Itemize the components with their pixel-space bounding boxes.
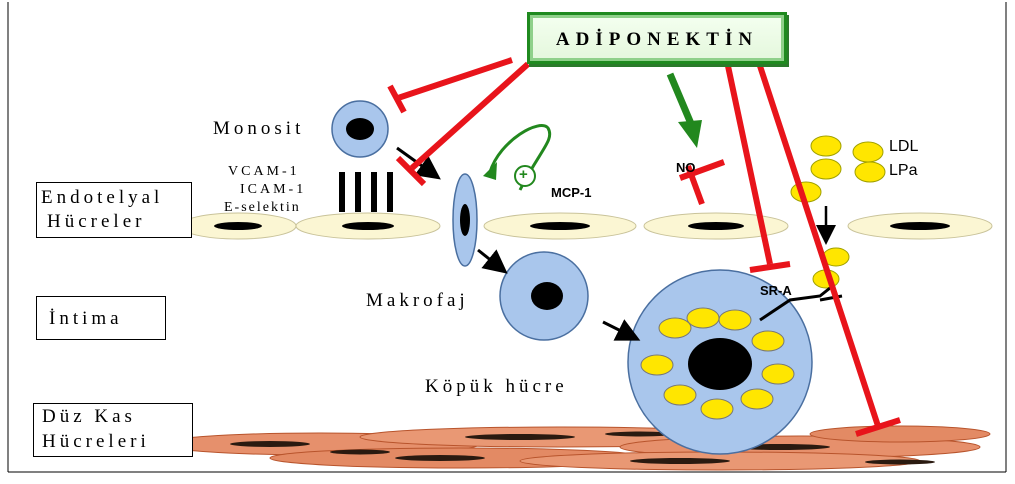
duz-kas-label-line2: Hücreleri [42,431,150,453]
sra-label: SR-A [760,283,792,298]
ldl-label: LDL [889,138,918,156]
mcp1-arrowhead [483,162,497,180]
transmigrating-cell [453,174,477,266]
eselektin-label: E-selektin [224,200,301,216]
adiponectin-label: ADİPONEKTİN [530,29,784,51]
macrophage-cell [500,252,588,340]
icam-label: ICAM-1 [240,182,306,198]
endotelyal-label-line1: Endotelyal [41,187,163,209]
adhesion-molecule-bars [339,172,393,212]
adiponectin-box: ADİPONEKTİN [527,12,787,64]
endotelyal-label-line2: Hücreler [47,211,145,233]
kopuk-hucre-label: Köpük hücre [425,376,568,398]
lpa-label: LPa [889,162,917,180]
mcp1-label: MCP-1 [551,185,591,200]
duz-kas-box: Düz Kas Hücreleri [33,403,193,457]
monosit-label: Monosit [213,118,304,140]
no-stimulation-arrowhead [678,120,702,148]
vcam-label: VCAM-1 [228,164,300,180]
intima-box: İntima [36,296,166,340]
no-label: NO [676,160,696,175]
endotelyal-box: Endotelyal Hücreler [36,182,192,238]
endothelial-layer [180,213,992,239]
duz-kas-label-line1: Düz Kas [42,406,136,428]
monocyte-cell [332,101,388,157]
plus-sign-label: + [519,166,528,183]
to-macrophage-arrow [478,250,503,270]
no-stimulation-arrow [670,74,692,126]
to-foam-cell-arrow [603,322,635,338]
makrofaj-label: Makrofaj [366,290,469,312]
intima-label: İntima [49,308,123,330]
